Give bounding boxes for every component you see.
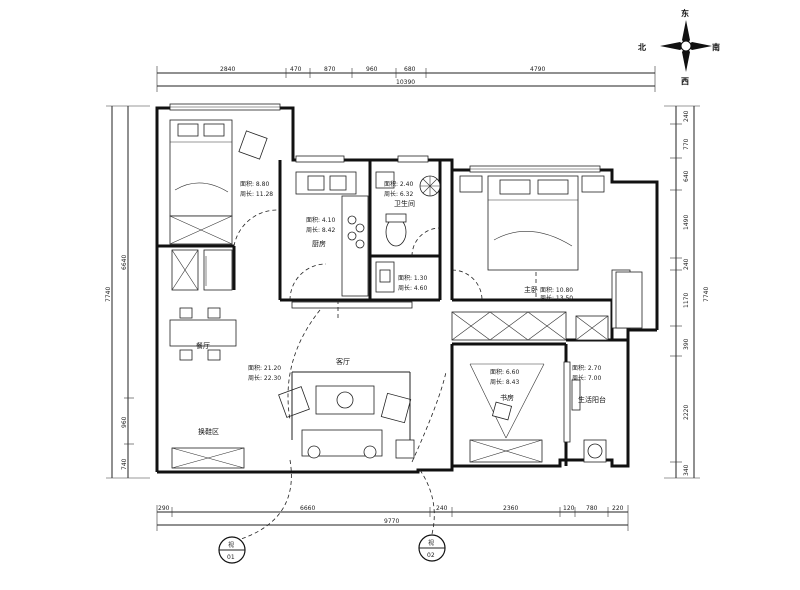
living-room: 客厅 面积: 21.20 周长: 22.30 xyxy=(248,300,415,459)
balcony-name: 生活阳台 xyxy=(578,395,606,404)
kitchen: 面积: 4.10 周长: 8.42 厨房 xyxy=(289,171,369,301)
view-marker-2: 视 02 xyxy=(418,534,446,562)
dim-top-5: 680 xyxy=(404,66,416,73)
dim-right-4: 1490 xyxy=(683,215,690,230)
living-room-area: 面积: 21.20 xyxy=(248,364,281,372)
view-marker-1: 视 01 xyxy=(218,536,246,564)
living-room-perimeter: 周长: 22.30 xyxy=(248,374,281,382)
compass-north-label: 北 xyxy=(638,42,646,52)
bathroom-perimeter: 周长: 6.32 xyxy=(384,190,413,198)
dim-bottom-4: 2360 xyxy=(503,505,518,512)
dim-bottom-3: 240 xyxy=(436,505,448,512)
dim-right-2: 770 xyxy=(683,138,690,150)
top-dimension-line: 2840 470 870 960 680 4790 10390 xyxy=(156,66,656,92)
kitchen-perimeter: 周长: 8.42 xyxy=(306,226,335,234)
dim-right-7: 390 xyxy=(683,338,690,350)
view-marker-1-top: 视 xyxy=(228,541,234,549)
secondary-bedroom: 面积: 8.80 周长: 11.28 xyxy=(169,119,279,247)
master-bedroom-name: 主卧 xyxy=(524,285,538,294)
bathroom-name: 卫生间 xyxy=(394,199,415,208)
dim-left-3: 740 xyxy=(121,458,128,470)
closet-area: 面积: 1.30 xyxy=(398,274,427,282)
study-area: 面积: 6.60 xyxy=(490,368,519,376)
dim-bottom-total: 9770 xyxy=(384,518,399,525)
kitchen-name: 厨房 xyxy=(312,239,326,248)
master-bedroom-perimeter: 周长: 13.50 xyxy=(540,294,573,302)
dim-top-6: 4790 xyxy=(530,66,545,73)
compass-west-label: 西 xyxy=(681,77,689,86)
living-room-name: 客厅 xyxy=(336,357,350,366)
bottom-dimension-line: 290 6660 240 2360 120 780 220 9770 xyxy=(156,505,629,531)
dim-bottom-2: 6660 xyxy=(300,505,315,512)
dim-right-8: 2220 xyxy=(683,405,690,420)
dim-left-2: 960 xyxy=(121,416,128,428)
view-markers: 视 01 视 02 xyxy=(218,459,446,564)
left-dimension-line: 6640 960 740 7740 xyxy=(105,105,150,479)
compass-south-label: 南 xyxy=(712,42,720,52)
dim-right-total: 7740 xyxy=(703,287,710,302)
balcony-area: 面积: 2.70 xyxy=(572,364,601,372)
study-name: 书房 xyxy=(500,393,514,402)
dim-top-1: 2840 xyxy=(220,66,235,73)
view-marker-1-bottom: 01 xyxy=(227,554,235,561)
secondary-bedroom-area: 面积: 8.80 xyxy=(240,180,269,188)
bathroom: 面积: 2.40 周长: 6.32 卫生间 xyxy=(375,171,441,257)
dim-left-1: 6640 xyxy=(121,255,128,270)
dim-bottom-5: 120 xyxy=(563,505,575,512)
secondary-bedroom-perimeter: 周长: 11.28 xyxy=(240,190,273,198)
dim-top-total: 10390 xyxy=(396,79,415,86)
dim-bottom-6: 780 xyxy=(586,505,598,512)
closet-perimeter: 周长: 4.60 xyxy=(398,284,427,292)
dim-right-1: 240 xyxy=(683,110,690,122)
dim-right-3: 640 xyxy=(683,170,690,182)
dim-top-2: 470 xyxy=(290,66,302,73)
dim-right-9: 340 xyxy=(683,464,690,476)
compass-icon: 东 北 南 西 xyxy=(638,8,720,86)
study: 面积: 6.60 周长: 8.43 书房 xyxy=(411,363,545,463)
study-perimeter: 周长: 8.43 xyxy=(490,378,519,386)
dim-right-6: 1170 xyxy=(683,293,690,308)
right-dimension-line: 240 770 640 1490 240 1170 390 2220 340 7… xyxy=(664,105,710,479)
dim-bottom-1: 290 xyxy=(158,505,170,512)
closet: 面积: 1.30 周长: 4.60 xyxy=(375,261,427,293)
compass-east-label: 东 xyxy=(681,8,689,18)
dim-top-3: 870 xyxy=(324,66,336,73)
balcony-perimeter: 周长: 7.00 xyxy=(572,374,601,382)
entry-name: 换鞋区 xyxy=(198,427,219,436)
entry-area: 换鞋区 xyxy=(171,427,245,469)
bathroom-area: 面积: 2.40 xyxy=(384,180,413,188)
dim-right-5: 240 xyxy=(683,258,690,270)
view-marker-2-bottom: 02 xyxy=(427,552,435,559)
dining-area: 餐厅 xyxy=(169,249,237,361)
master-bedroom: 面积: 10.80 周长: 13.50 主卧 xyxy=(451,175,643,341)
dim-left-total: 7740 xyxy=(105,287,112,302)
dim-top-4: 960 xyxy=(366,66,378,73)
dim-bottom-7: 220 xyxy=(612,505,624,512)
view-marker-2-top: 视 xyxy=(428,539,434,547)
windows xyxy=(169,103,631,443)
kitchen-area: 面积: 4.10 xyxy=(306,216,335,224)
balcony: 面积: 2.70 周长: 7.00 生活阳台 xyxy=(571,364,607,463)
master-bedroom-area: 面积: 10.80 xyxy=(540,286,573,294)
dining-name: 餐厅 xyxy=(196,341,210,350)
